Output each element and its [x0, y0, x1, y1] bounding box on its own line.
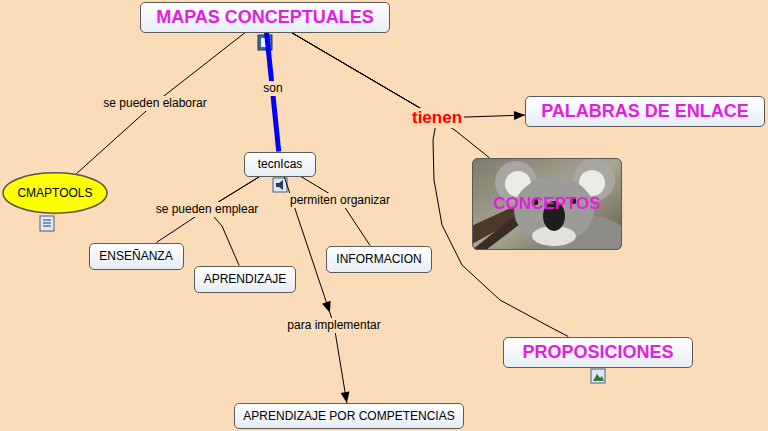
picture-concept-box: CONCEPTOS [472, 158, 622, 250]
connector [207, 177, 260, 266]
concept-text: ENSEÑANZA [99, 249, 172, 264]
concept-box: APRENDIZAJE [194, 266, 296, 293]
koala-picture [472, 158, 622, 250]
concept-text: MAPAS CONCEPTUALES [156, 6, 374, 28]
linking-phrase: permiten organizar [288, 193, 392, 208]
image-icon [591, 369, 605, 383]
linking-phrase: se pueden elaborar [101, 96, 208, 111]
concept-box: tecnIcas [244, 152, 316, 177]
connector-line [301, 177, 370, 246]
concept-text: PROPOSICIONES [522, 341, 673, 363]
linking-phrase: para implementar [285, 318, 382, 333]
linking-phrase: son [261, 81, 284, 96]
connector-line [291, 33, 568, 337]
concept-box: ENSEÑANZA [89, 243, 184, 270]
arrow-head [322, 301, 331, 313]
connector [76, 33, 245, 174]
connector-line [207, 177, 260, 266]
arrow-head [341, 391, 350, 403]
concept-text: APRENDIZAJE [204, 272, 287, 287]
concept-title-box: PALABRAS DE ENLACE [525, 96, 765, 127]
concept-title-box: MAPAS CONCEPTUALES [140, 2, 390, 33]
concept-text: tecnIcas [258, 157, 303, 172]
concept-ellipse: CMAPTOOLS [2, 172, 108, 214]
connector-line [291, 33, 489, 159]
concept-box: INFORMACION [326, 246, 432, 273]
concept-text: INFORMACION [336, 252, 421, 267]
document-icon [40, 216, 54, 231]
connector [291, 33, 568, 337]
concept-text: CONCEPTOS [493, 194, 600, 214]
concept-title-box: PROPOSICIONES [503, 337, 693, 368]
concept-text: PALABRAS DE ENLACE [541, 100, 749, 122]
connector [291, 33, 489, 159]
arrow-head [514, 111, 525, 120]
linking-phrase: tienen [410, 108, 464, 128]
concept-box: APRENDIZAJE POR COMPETENCIAS [234, 403, 464, 429]
connector [301, 177, 370, 246]
connector [291, 33, 525, 120]
connector-line [291, 33, 525, 119]
linking-phrase: se pueden emplear [154, 202, 261, 217]
concept-text: CMAPTOOLS [17, 186, 92, 201]
connector-line [76, 33, 245, 174]
concept-text: APRENDIZAJE POR COMPETENCIAS [243, 409, 454, 424]
